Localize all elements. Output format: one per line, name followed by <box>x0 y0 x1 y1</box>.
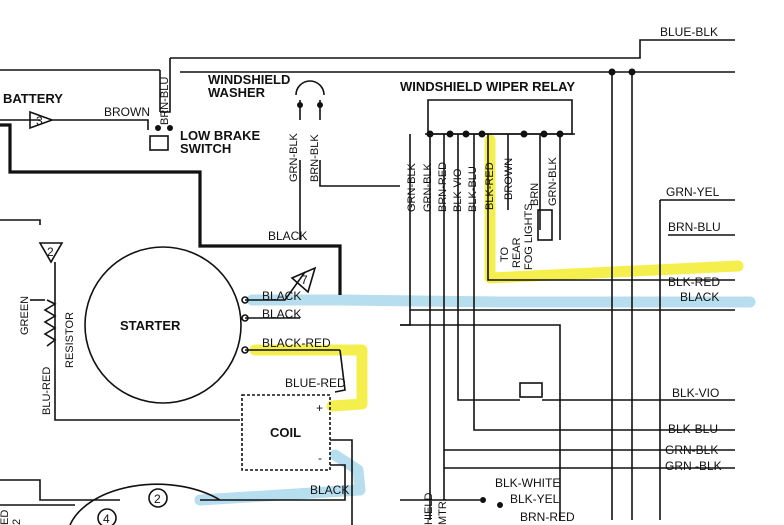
windshield-wiper-relay: WINDSHIELD WIPER RELAY <box>400 79 575 94</box>
bottom-wire-label: BRN-RED <box>520 510 575 524</box>
starter-label: STARTER <box>120 318 181 333</box>
wire-label-brn-blu-top: BRN-BLU <box>159 77 171 125</box>
distributor-ref-a: 2 <box>154 492 161 506</box>
rear-fog-lights: TO REAR FOG LIGHTS <box>499 203 553 270</box>
relay-wire-label: BRN-RED <box>437 162 449 212</box>
battery-ref-number: 3 <box>36 114 43 128</box>
ground-ref-number: 2 <box>47 245 54 259</box>
wiper-motor: HIELD MTR. <box>423 493 449 525</box>
coil: COIL + - <box>241 394 331 471</box>
wire-labels: BROWN BRN-BLU GRN-BLK BRN-BLK BLACK BLAC… <box>0 25 722 525</box>
fog-lights-label-2: REAR <box>511 237 523 268</box>
wiper-relay-label: WINDSHIELD WIPER RELAY <box>400 79 575 94</box>
relay-wire-label: GRN-BLK <box>422 162 434 212</box>
wiper-motor-label-1: HIELD <box>423 493 435 525</box>
right-wire-label: GRN-YEL <box>666 185 720 199</box>
low-brake-switch-body <box>149 135 169 151</box>
relay-wire-label: BLK-VIO <box>452 168 464 212</box>
starter: STARTER 7 <box>84 246 317 404</box>
coil-body <box>241 394 331 471</box>
low-brake-switch: LOW BRAKE SWITCH <box>149 125 260 156</box>
low-brake-switch-label-1: LOW BRAKE <box>180 128 260 143</box>
wire-label-blu-red: BLU-RED <box>41 367 53 415</box>
relay-wire-label: GRN-BLK <box>547 156 559 206</box>
resistor-label: RESISTOR <box>64 312 76 368</box>
wire-label-brn-blk-washer: BRN-BLK <box>309 134 321 182</box>
distributor: 2 4 <box>69 483 221 525</box>
fog-lights-fuse <box>537 209 553 241</box>
distributor-body <box>69 483 221 525</box>
right-wire-label: BLK-BLU <box>668 422 718 436</box>
windshield-washer: WINDSHIELD WASHER <box>208 72 290 100</box>
windshield-washer-label-1: WINDSHIELD <box>208 72 290 87</box>
blue-highlight-black-starter <box>246 294 756 308</box>
relay-wire-label: BROWN <box>503 158 515 200</box>
wire-label-black-red-starter: BLACK-RED <box>262 336 331 350</box>
blue-highlight-black-coil <box>194 449 366 506</box>
right-wire-label: GRN-BLK <box>665 443 718 457</box>
low-brake-switch-label-2: SWITCH <box>180 141 231 156</box>
wire-label-grn-blk-washer: GRN-BLK <box>288 132 300 182</box>
inline-connector <box>519 382 543 398</box>
starter-body <box>84 246 242 404</box>
starter-ref-shape <box>290 266 317 294</box>
wires <box>0 39 735 525</box>
wire-label-brown: BROWN <box>104 105 150 119</box>
bottom-wire-label: BLK-YEL <box>510 492 560 506</box>
wire-label-black-starter-1: BLACK <box>262 289 301 303</box>
right-wire-label: BLK-VIO <box>672 386 719 400</box>
right-wire-label: BLACK <box>680 290 719 304</box>
right-wire-label: BRN-BLU <box>668 220 721 234</box>
yellow-highlight-blk-red <box>484 134 744 284</box>
wire-label-black-starter-2: BLACK <box>262 307 301 321</box>
bottom-wire-label: BLK-WHITE <box>495 476 560 490</box>
wire-label-two-cut: 2 <box>11 519 23 525</box>
fog-lights-label-3: FOG LIGHTS <box>523 203 535 270</box>
windshield-washer-label-2: WASHER <box>208 85 266 100</box>
wire-label-black-main: BLACK <box>268 229 307 243</box>
battery: BATTERY 3 <box>3 91 63 130</box>
battery-ref-shape <box>29 110 55 130</box>
battery-label: BATTERY <box>3 91 63 106</box>
relay-wire-label: GRN-BLK <box>406 162 418 212</box>
resistor: 2 RESISTOR <box>38 242 76 368</box>
fog-lights-label-1: TO <box>499 246 511 262</box>
wire-label-black-coil: BLACK <box>310 483 349 497</box>
resistor-zigzag <box>43 299 57 347</box>
wire-label-green: GREEN <box>19 296 31 335</box>
coil-plus: + <box>316 401 323 415</box>
relay-wire-label: BLK-BLU <box>467 166 479 212</box>
right-wire-label: BLK-RED <box>668 275 720 289</box>
junction-dots <box>297 68 636 508</box>
right-wire-label: BLUE-BLK <box>660 25 718 39</box>
ground-ref-shape <box>38 242 64 264</box>
relay-wire-label: BRN <box>529 183 541 206</box>
starter-ref-number: 7 <box>301 273 308 287</box>
coil-minus: - <box>318 451 322 465</box>
wire-label-blue-red: BLUE-RED <box>285 376 346 390</box>
right-wire-label: GRN -BLK <box>665 459 722 473</box>
distributor-ref-b: 4 <box>103 512 110 525</box>
wiper-motor-label-2: MTR. <box>437 498 449 525</box>
wire-label-red-cut: ED <box>0 510 11 525</box>
relay-wire-label: BLK-RED <box>484 162 496 210</box>
coil-label: COIL <box>270 425 301 440</box>
